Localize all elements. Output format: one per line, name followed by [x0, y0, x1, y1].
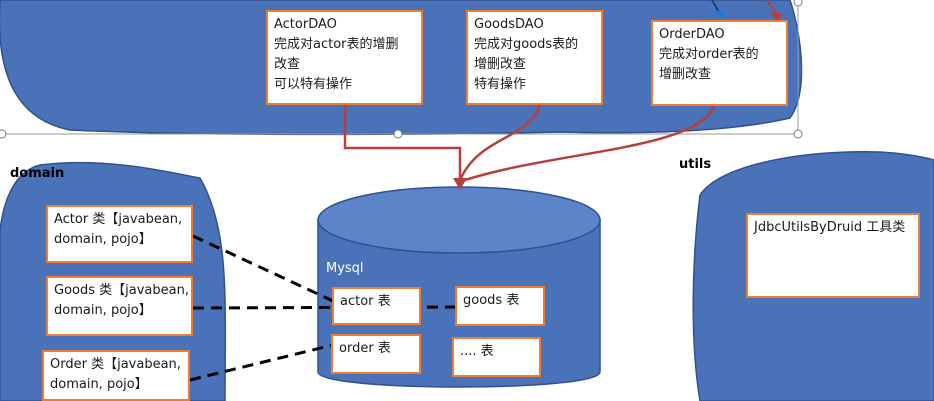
dao-title: OrderDAO: [659, 27, 725, 42]
domain-label: domain: [10, 166, 65, 181]
actor-dao-box[interactable]: ActorDAO 完成对actor表的增删 改查 可以特有操作: [266, 10, 423, 105]
resize-handle[interactable]: [0, 129, 7, 139]
db-arrowhead: [453, 178, 467, 190]
jdbc-utils-box[interactable]: JdbcUtilsByDruid 工具类: [746, 213, 920, 298]
goods-dao-box[interactable]: GoodsDAO 完成对goods表的 增删改查 特有操作: [466, 10, 603, 105]
class-name: Order 类【javabean,: [50, 357, 181, 372]
goods-table-box[interactable]: goods 表: [455, 286, 545, 326]
selection-frame: [0, 0, 803, 139]
top-arrowhead-blue: [713, 10, 725, 20]
dao-description: 改查: [274, 57, 301, 72]
order-dao-box[interactable]: OrderDAO 完成对order表的 增删改查: [651, 20, 788, 106]
utils-class-name: JdbcUtilsByDruid 工具类: [754, 220, 906, 235]
order-class-box[interactable]: Order 类【javabean, domain, pojo】: [42, 350, 190, 401]
actor-class-box[interactable]: Actor 类【javabean, domain, pojo】: [46, 205, 193, 263]
table-name: actor 表: [340, 294, 391, 309]
dao-description: 特有操作: [474, 77, 527, 92]
order-table-box[interactable]: order 表: [331, 334, 421, 374]
goods-class-box[interactable]: Goods 类【javabean, domain, pojo】: [46, 276, 193, 336]
class-tags: domain, pojo】: [54, 232, 152, 247]
dao-to-db-arrows: [343, 103, 717, 182]
utils-label: utils: [679, 157, 712, 172]
class-tags: domain, pojo】: [54, 303, 152, 318]
table-name: .... 表: [460, 344, 494, 359]
resize-handle[interactable]: [793, 129, 803, 139]
resize-handle[interactable]: [793, 0, 803, 7]
dao-description: 增删改查: [659, 67, 712, 82]
dao-title: GoodsDAO: [474, 17, 544, 32]
dao-description: 完成对goods表的: [474, 37, 579, 52]
dao-description: 完成对actor表的增删: [274, 37, 399, 52]
resize-handle[interactable]: [393, 129, 403, 139]
class-name: Goods 类【javabean,: [54, 283, 189, 298]
dao-description: 增删改查: [474, 57, 527, 72]
table-name: order 表: [339, 341, 391, 356]
dao-description: 完成对order表的: [659, 47, 759, 62]
dao-title: ActorDAO: [274, 17, 337, 32]
dao-description: 可以特有操作: [274, 77, 353, 92]
mysql-label: Mysql: [326, 261, 364, 276]
other-table-box[interactable]: .... 表: [452, 337, 541, 377]
class-name: Actor 类【javabean,: [54, 212, 183, 227]
table-name: goods 表: [463, 293, 520, 308]
top-arrowhead-red: [770, 12, 782, 22]
class-tags: domain, pojo】: [50, 377, 148, 392]
actor-table-box[interactable]: actor 表: [332, 287, 421, 325]
